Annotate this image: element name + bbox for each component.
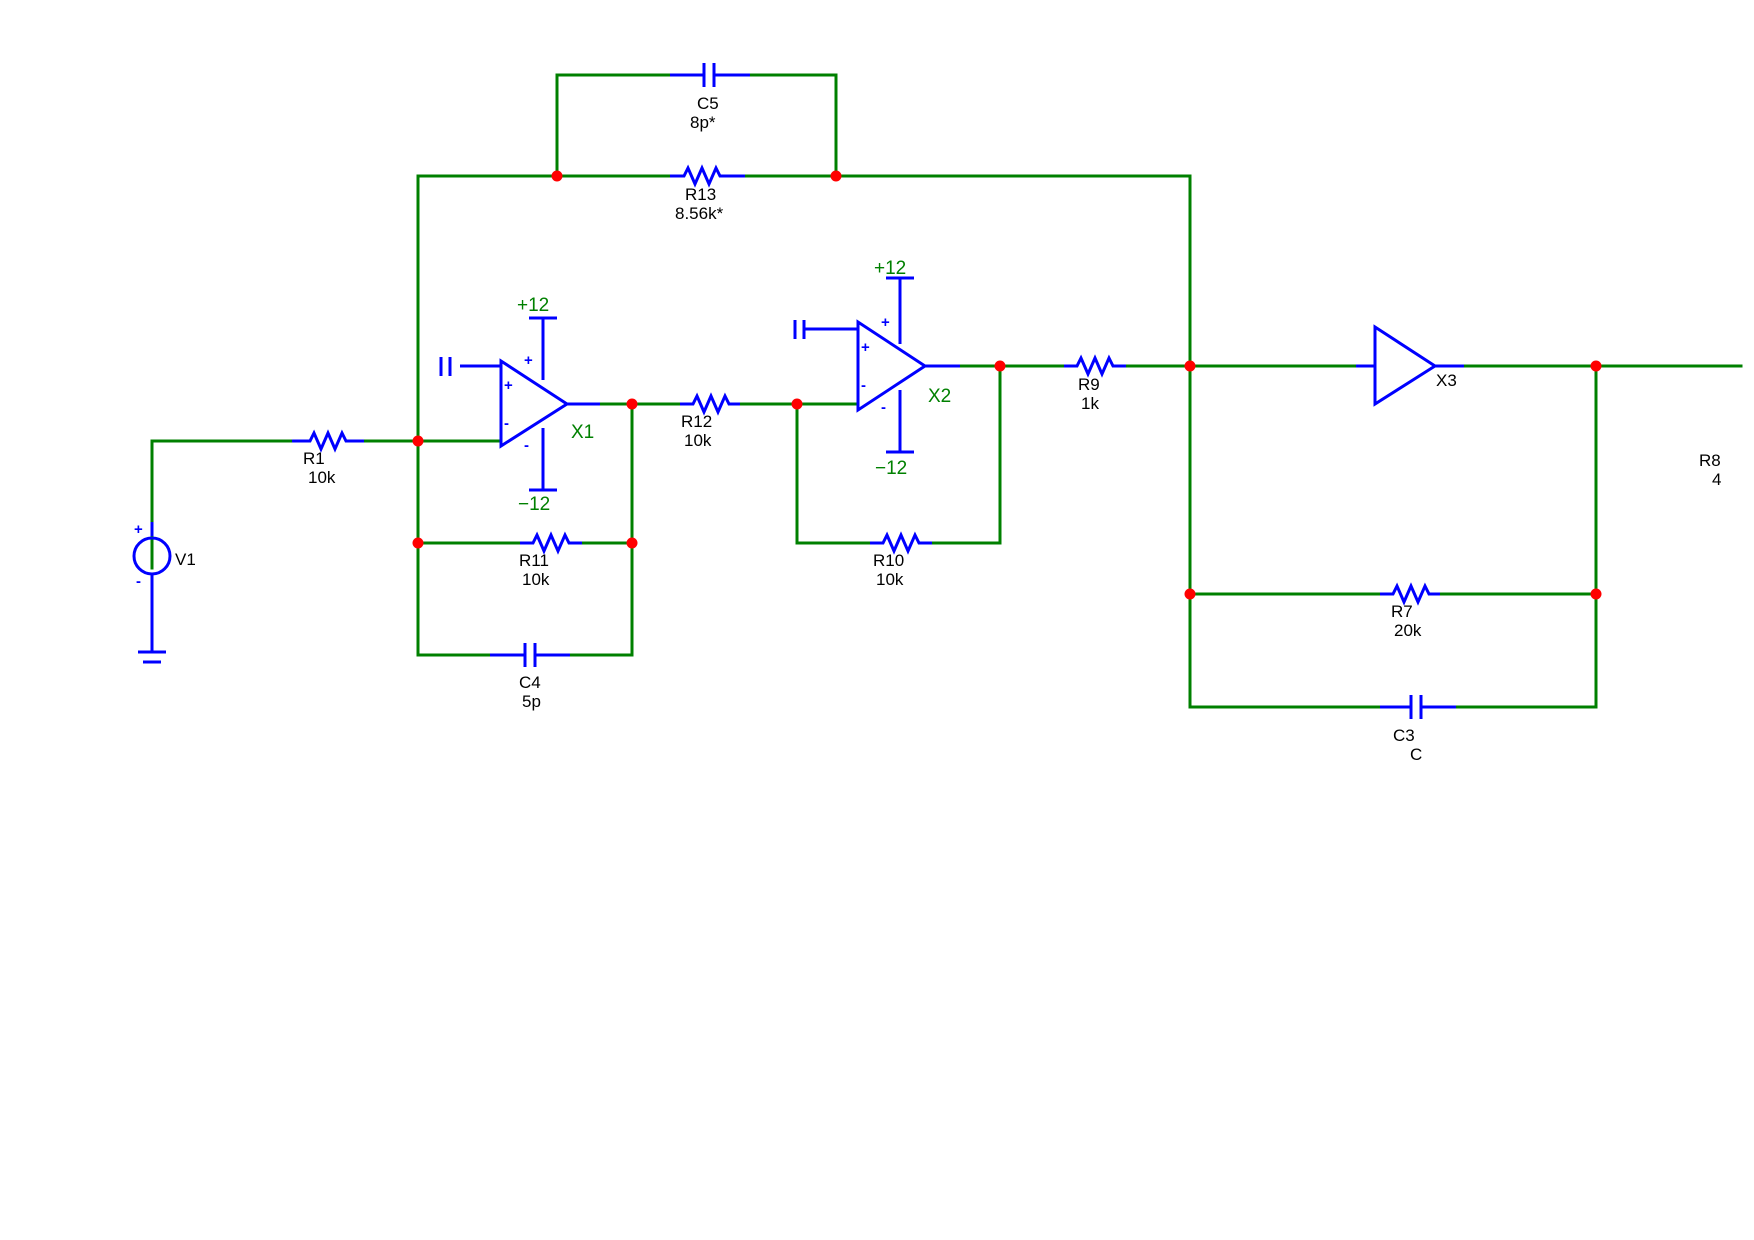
junction-dot xyxy=(1184,588,1196,600)
x2-vneg-label: −12 xyxy=(875,458,907,479)
r12-name: R12 xyxy=(681,412,712,431)
c3-name: C3 xyxy=(1393,726,1415,745)
opamp-triangle-icon xyxy=(499,358,570,449)
x2-name: X2 xyxy=(928,386,951,407)
r7-name: R7 xyxy=(1391,602,1413,621)
r10-name: R10 xyxy=(873,551,904,570)
opamp-triangle-icon xyxy=(856,319,928,413)
r12-value: 10k xyxy=(684,431,712,450)
v1-plus-mark: + xyxy=(134,521,143,538)
wires xyxy=(150,73,1743,709)
c3-value: C xyxy=(1410,745,1422,764)
junction-dot xyxy=(626,398,638,410)
r9-name: R9 xyxy=(1078,375,1100,394)
junction-dot xyxy=(994,360,1006,372)
r12-resistor[interactable]: R12 10k xyxy=(680,392,740,450)
c4-value: 5p xyxy=(522,692,541,711)
ground-symbol-icon xyxy=(138,650,166,664)
x1-vneg-mark: - xyxy=(524,437,529,454)
x2-vpos-label: +12 xyxy=(874,258,906,279)
r7-resistor[interactable]: R7 20k xyxy=(1380,582,1440,640)
c5-value: 8p* xyxy=(690,113,716,132)
junction-dot xyxy=(1184,360,1196,372)
wire-top-feedback-2 xyxy=(743,174,1192,709)
junction-dot xyxy=(412,537,424,549)
x1-vpos-mark: + xyxy=(524,352,533,369)
wire-r10-loop-right xyxy=(930,364,1002,545)
x1-opamp[interactable]: + - + - +12 −12 X1 xyxy=(439,295,600,515)
wire-c5-loop-2 xyxy=(748,73,838,178)
r9-value: 1k xyxy=(1081,394,1099,413)
wire-c5-loop xyxy=(555,73,672,178)
r1-value: 10k xyxy=(308,468,336,487)
x2-opamp[interactable]: + - + - +12 −12 X2 xyxy=(793,258,960,479)
v1-minus-mark: - xyxy=(136,573,141,590)
junction-dot xyxy=(1590,588,1602,600)
c5-name: C5 xyxy=(697,94,719,113)
x3-name: X3 xyxy=(1436,371,1457,390)
c4-capacitor[interactable]: C4 5p xyxy=(490,643,570,711)
r1-resistor[interactable]: R1 10k xyxy=(292,429,364,487)
r8-resistor[interactable]: R8 4 xyxy=(1699,451,1721,489)
r9-resistor[interactable]: R9 1k xyxy=(1064,354,1126,413)
r11-resistor[interactable]: R11 10k xyxy=(519,531,582,589)
v1-name: V1 xyxy=(175,550,196,569)
buffer-triangle-icon xyxy=(1373,324,1438,407)
r11-name: R11 xyxy=(519,551,549,570)
r13-value: 8.56k* xyxy=(675,204,724,223)
junction-dot xyxy=(551,170,563,182)
x1-in-minus-mark: - xyxy=(504,415,509,432)
x2-in-plus-mark: + xyxy=(861,339,870,356)
r11-value: 10k xyxy=(522,570,550,589)
r13-name: R13 xyxy=(685,185,716,204)
x1-name: X1 xyxy=(571,422,594,443)
x1-in-plus-mark: + xyxy=(504,377,513,394)
wire-input xyxy=(150,439,294,570)
junction-dot xyxy=(830,170,842,182)
x3-buffer[interactable]: X3 xyxy=(1356,324,1464,407)
wire-r10-loop-left xyxy=(795,402,872,545)
r1-name: R1 xyxy=(303,449,325,468)
junctions xyxy=(412,170,1602,600)
c4-name: C4 xyxy=(519,673,541,692)
wire-c4-right xyxy=(568,402,634,657)
junction-dot xyxy=(791,398,803,410)
x2-vneg-mark: - xyxy=(881,399,886,416)
junction-dot xyxy=(412,435,424,447)
c5-capacitor[interactable]: C5 8p* xyxy=(670,63,750,132)
r8-value: 4 xyxy=(1712,470,1721,489)
r10-resistor[interactable]: R10 10k xyxy=(870,531,932,589)
x2-in-minus-mark: - xyxy=(861,377,866,394)
r10-value: 10k xyxy=(876,570,904,589)
x1-vpos-label: +12 xyxy=(517,295,549,316)
r8-name: R8 xyxy=(1699,451,1721,470)
r7-value: 20k xyxy=(1394,621,1422,640)
x2-vpos-mark: + xyxy=(881,314,890,331)
v1-source[interactable]: + - V1 xyxy=(132,521,196,652)
r13-resistor[interactable]: R13 8.56k* xyxy=(670,164,745,223)
junction-dot xyxy=(1590,360,1602,372)
junction-dot xyxy=(626,537,638,549)
x1-vneg-label: −12 xyxy=(518,494,550,515)
c3-capacitor[interactable]: C3 C xyxy=(1380,695,1456,764)
